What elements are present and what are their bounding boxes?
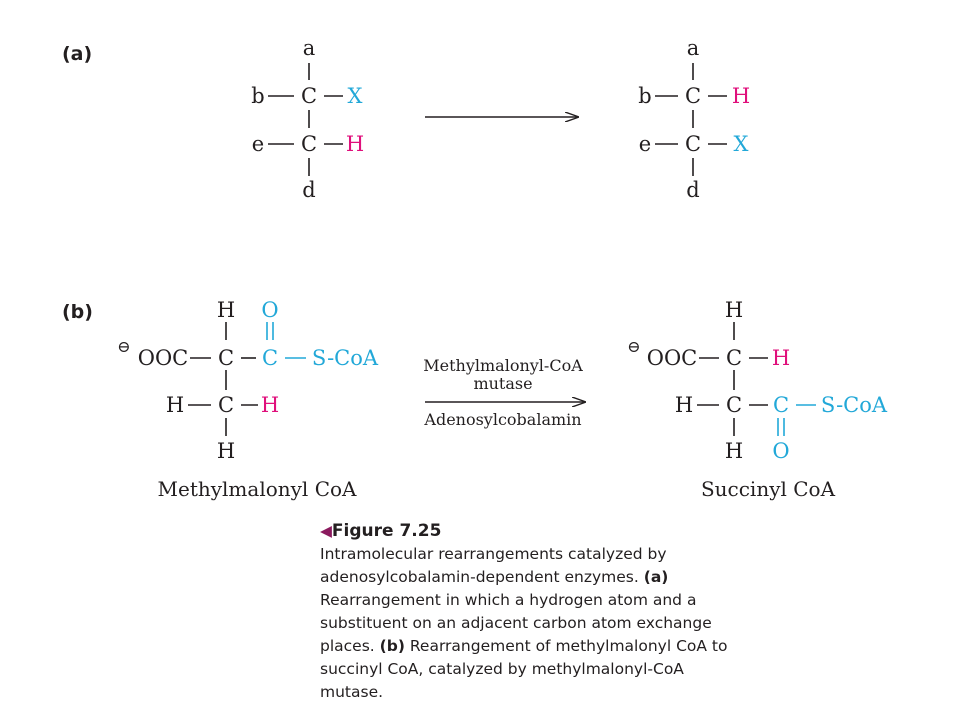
hydrogen-h: H xyxy=(346,132,364,156)
figure-title: Figure 7.25 xyxy=(331,521,442,541)
negative-charge: ⊖ xyxy=(117,337,130,356)
o-top: O xyxy=(261,298,278,322)
negative-charge: ⊖ xyxy=(627,337,640,356)
substituent-x: X xyxy=(348,84,363,108)
panel-b-label: (b) xyxy=(62,301,93,323)
succinyl-coa-structure: H ⊖ OOC C H H C C S-CoA H O Succinyl CoA xyxy=(627,298,888,501)
caption-a-text: Rearrangement in which a hydrogen atom a… xyxy=(320,591,712,655)
substituent-b: b xyxy=(251,84,264,108)
s-coa-group: S-CoA xyxy=(821,393,888,417)
carbonyl-carbon: C xyxy=(262,346,278,370)
hydrogen-h: H xyxy=(732,84,750,108)
carbon-1: C xyxy=(301,84,317,108)
panel-a-label: (a) xyxy=(62,43,92,65)
substituent-e: e xyxy=(252,132,264,156)
enzyme-label: Methylmalonyl-CoA xyxy=(423,356,583,375)
substituent-d: d xyxy=(302,178,315,202)
o-bottom: O xyxy=(772,439,789,463)
carbon-beta: C xyxy=(726,393,742,417)
carbon-alpha: C xyxy=(218,346,234,370)
h-migrated: H xyxy=(772,346,790,370)
reactant-name: Methylmalonyl CoA xyxy=(158,477,358,501)
carbon-2: C xyxy=(301,132,317,156)
caption-body: Intramolecular rearrangements catalyzed … xyxy=(320,543,740,704)
substituent-d: d xyxy=(686,178,699,202)
carbon-1: C xyxy=(685,84,701,108)
reaction-arrow-b: Methylmalonyl-CoA mutase Adenosylcobalam… xyxy=(423,356,585,429)
enzyme-label-line-2: mutase xyxy=(473,374,532,393)
h-bottom: H xyxy=(725,439,743,463)
s-coa-group: S-CoA xyxy=(312,346,379,370)
substituent-x: X xyxy=(734,132,749,156)
carbon-methyl: C xyxy=(218,393,234,417)
figure-diagram: (a) a b C X e C H d a b C H e C X d xyxy=(62,36,888,501)
caption-a-label: (a) xyxy=(643,568,669,586)
ooc-group: OOC xyxy=(138,346,189,370)
h-top: H xyxy=(217,298,235,322)
product-name: Succinyl CoA xyxy=(701,477,836,501)
h-migrating: H xyxy=(261,393,279,417)
caption-b-text: Rearrangement of methylmalonyl CoA to su… xyxy=(320,637,728,701)
cofactor-label: Adenosylcobalamin xyxy=(423,410,581,429)
caption-b-label: (b) xyxy=(379,637,405,655)
h-left: H xyxy=(166,393,184,417)
ooc-group: OOC xyxy=(647,346,698,370)
substituent-a: a xyxy=(303,36,316,60)
h-top: H xyxy=(725,298,743,322)
substituent-e: e xyxy=(639,132,651,156)
figure-caption: ◀Figure 7.25 Intramolecular rearrangemen… xyxy=(320,520,740,704)
caption-intro: Intramolecular rearrangements catalyzed … xyxy=(320,545,667,586)
panel-a-reactant-structure: a b C X e C H d xyxy=(251,36,364,202)
substituent-a: a xyxy=(687,36,700,60)
methylmalonyl-coa-structure: H O ⊖ OOC C C S-CoA H C H H Methylmalony… xyxy=(117,298,379,501)
h-bottom: H xyxy=(217,439,235,463)
carbonyl-carbon: C xyxy=(773,393,789,417)
substituent-b: b xyxy=(638,84,651,108)
panel-a-product-structure: a b C H e C X d xyxy=(638,36,750,202)
h-left: H xyxy=(675,393,693,417)
caption-marker-icon: ◀ xyxy=(320,522,332,540)
carbon-2: C xyxy=(685,132,701,156)
carbon-alpha: C xyxy=(726,346,742,370)
